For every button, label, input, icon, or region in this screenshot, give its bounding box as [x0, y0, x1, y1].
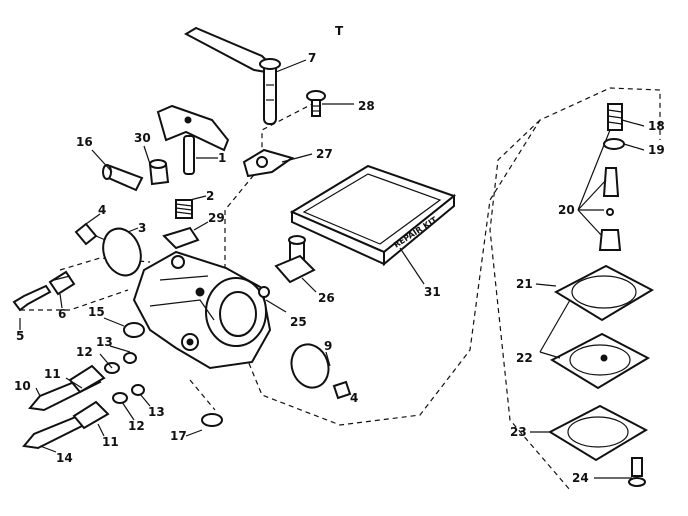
label-18: 18: [648, 119, 665, 133]
washer-13-upper: [123, 352, 137, 364]
label-23: 23: [510, 425, 527, 439]
pin-16: [102, 164, 144, 192]
spring-6: [48, 270, 76, 296]
disk-9: [290, 343, 330, 389]
label-30: 30: [134, 131, 151, 145]
label-2: 2: [206, 189, 214, 203]
washer-13-lower: [131, 384, 145, 396]
header-mark: T: [335, 24, 344, 38]
valve-20: [598, 167, 622, 251]
spring-2: [175, 199, 193, 219]
label-3: 3: [138, 221, 146, 235]
throttle-lever: [183, 26, 281, 125]
spring-18: [607, 103, 623, 131]
screw-5: [12, 284, 52, 312]
spring-11-lower: [72, 400, 110, 430]
label-16: 16: [76, 135, 93, 149]
choke-bracket: [156, 104, 230, 175]
label-9: 9: [324, 339, 332, 353]
label-27: 27: [316, 147, 333, 161]
label-19: 19: [648, 143, 665, 157]
clamp-27: [242, 148, 295, 178]
label-10: 10: [14, 379, 31, 393]
screw-30: [148, 159, 170, 186]
washer-12-lower: [112, 392, 128, 404]
label-29: 29: [208, 211, 225, 225]
carburetor-body: [132, 250, 272, 370]
label-17: 17: [170, 429, 187, 443]
label-25: 25: [290, 315, 307, 329]
label-11-lower: 11: [102, 435, 119, 449]
label-13-upper: 13: [96, 335, 113, 349]
label-4-lower: 4: [350, 391, 358, 405]
label-6: 6: [58, 307, 66, 321]
elbow-fitting-26: [274, 235, 316, 284]
label-24: 24: [572, 471, 589, 485]
part-number-labels: 1 2 3 4 5 6 7 9 10 11 11 12 12 13 13 14 …: [14, 51, 665, 485]
label-13-lower: 13: [148, 405, 165, 419]
label-31: 31: [424, 285, 441, 299]
cup-15: [123, 322, 145, 338]
label-11-upper: 11: [44, 367, 61, 381]
label-20: 20: [558, 203, 575, 217]
screw-4-right: [332, 380, 352, 400]
washer-19: [603, 138, 625, 150]
disk-3: [102, 227, 142, 277]
label-7: 7: [308, 51, 316, 65]
label-4-upper: 4: [98, 203, 106, 217]
label-12-lower: 12: [128, 419, 145, 433]
label-26: 26: [318, 291, 335, 305]
label-28: 28: [358, 99, 375, 113]
screw-28: [306, 90, 326, 117]
screw-24: [628, 457, 646, 487]
label-12-upper: 12: [76, 345, 93, 359]
repair-kit: REPAIR KIT: [289, 164, 457, 267]
label-21: 21: [516, 277, 533, 291]
o-ring-25: [258, 286, 270, 298]
plug-17: [201, 413, 223, 427]
part-29: [162, 226, 200, 250]
diaphragm-group-outline: [489, 119, 571, 491]
label-14: 14: [56, 451, 73, 465]
cover-23: [547, 404, 649, 462]
label-1: 1: [218, 151, 226, 165]
label-22: 22: [516, 351, 533, 365]
leader-lines: [19, 59, 645, 479]
label-5: 5: [16, 329, 24, 343]
gasket-21: [553, 264, 655, 322]
label-15: 15: [88, 305, 105, 319]
diaphragm-22: [549, 332, 651, 390]
